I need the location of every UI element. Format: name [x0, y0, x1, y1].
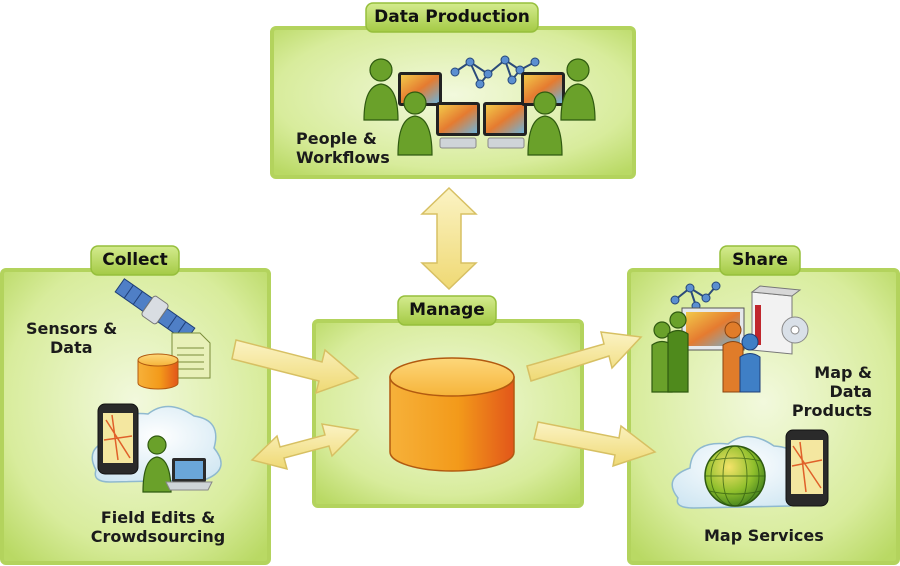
small-database-icon: [137, 353, 179, 390]
vertical-double-arrow: [420, 186, 478, 291]
field-edits-illustration: [91, 403, 222, 493]
data-production-title: Data Production: [374, 7, 530, 27]
people-workflows-label: People & Workflows: [296, 129, 390, 167]
manage-collect-double-arrow: [250, 423, 360, 471]
field-edits-line1: Field Edits &: [100, 508, 216, 527]
tablet-phone-icon: [785, 429, 829, 507]
people-workflows-line2: Workflows: [296, 148, 390, 167]
map-services-label: Map Services: [704, 526, 824, 545]
field-edits-label: Field Edits & Crowdsourcing: [74, 508, 242, 546]
people-workflows-line1: People &: [296, 129, 377, 148]
people-workflows-illustration: [363, 55, 596, 156]
map-data-products-label: Map & Data Products: [772, 363, 872, 420]
collect-title: Collect: [102, 250, 168, 270]
collect-to-manage-arrow: [231, 339, 360, 395]
map-services-illustration: [671, 429, 829, 509]
manage-to-services-arrow: [533, 421, 657, 468]
map-data-products-line2: Products: [791, 401, 872, 420]
manage-title: Manage: [409, 300, 485, 320]
manage-to-products-arrow: [526, 331, 643, 382]
cd-icon: [781, 316, 809, 344]
audience-icon: [651, 311, 689, 393]
document-icon: [171, 332, 211, 379]
laptop-icon: [165, 458, 213, 491]
share-title: Share: [732, 250, 788, 270]
map-data-products-illustration: [651, 281, 809, 393]
field-edits-line2: Crowdsourcing: [90, 527, 226, 546]
globe-icon: [704, 445, 766, 507]
person-icon: [142, 435, 172, 493]
sensors-data-line1: Sensors &: [26, 319, 118, 338]
map-data-products-line1: Map & Data: [814, 363, 872, 401]
database-icon: [389, 357, 515, 472]
presenter-icon: [722, 321, 761, 393]
smartphone-icon: [97, 403, 139, 475]
book-icon: [750, 285, 802, 355]
sensors-data-label: Sensors & Data: [26, 319, 117, 357]
sensors-data-line2: Data: [50, 338, 93, 357]
